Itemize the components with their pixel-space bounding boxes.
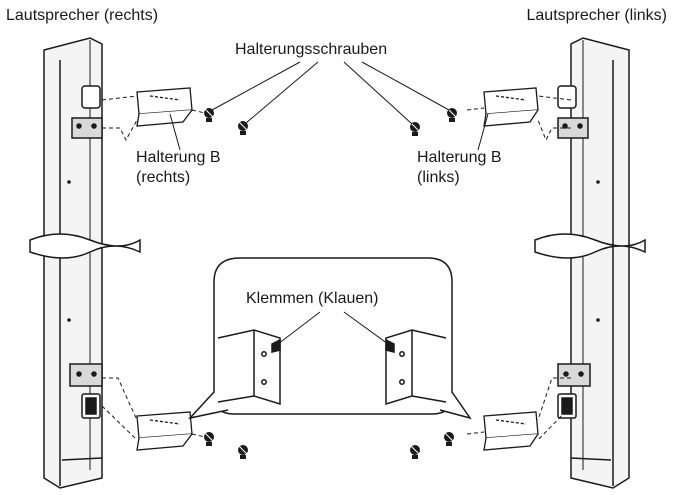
bracket-b-left-bottom xyxy=(483,411,539,451)
leader-lines-screws xyxy=(211,61,450,125)
bracket-b-right-label-line1: Halterung B xyxy=(136,149,221,166)
bracket-b-right-bottom xyxy=(136,411,193,451)
speaker-right-label: Lautsprecher (rechts) xyxy=(6,7,159,24)
bracket-b-left-label-line1: Halterung B xyxy=(417,149,502,166)
break-mark-left xyxy=(534,233,646,259)
clamp-left-detail xyxy=(217,329,281,406)
speaker-left-label: Lautsprecher (links) xyxy=(526,7,668,24)
bracket-b-right-label-line2: (rechts) xyxy=(136,169,191,186)
speaker-right xyxy=(43,37,103,489)
leader-lines-clamps xyxy=(277,311,389,345)
screw-icon xyxy=(203,431,215,447)
screw-icon xyxy=(237,444,249,460)
clamp-right-detail xyxy=(385,329,447,406)
assembly-guides-top xyxy=(101,95,572,142)
bracket-b-left-label: Halterung B (links) xyxy=(417,148,502,188)
bracket-b-right-label: Halterung B (rechts) xyxy=(136,148,221,188)
mounting-screws-label: Halterungsschrauben xyxy=(235,41,388,58)
clamps-label: Klemmen (Klauen) xyxy=(246,290,379,307)
break-mark-right xyxy=(29,233,141,259)
assembly-guides-bottom xyxy=(101,377,572,441)
screw-icon xyxy=(409,444,421,460)
bracket-b-right-top xyxy=(136,87,193,127)
bracket-b-left-top xyxy=(483,87,539,127)
leader-lines-brackets xyxy=(169,113,489,151)
speaker-left xyxy=(557,37,630,489)
screw-icon xyxy=(443,431,455,447)
bracket-b-left-label-line2: (links) xyxy=(417,169,460,186)
